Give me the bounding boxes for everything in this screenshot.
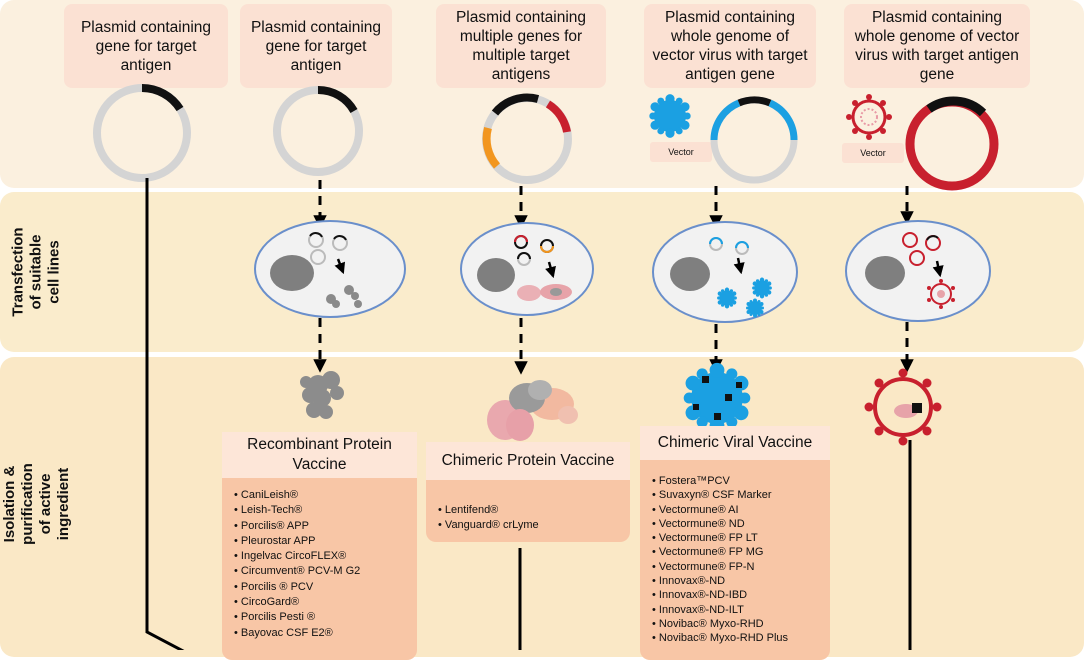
chimeric-protein-vaccine-card: Chimeric Protein Vaccine Lentifend® Vang…	[426, 442, 630, 542]
cell-icon	[460, 222, 594, 316]
column-4-header: Plasmid containing whole genome of vecto…	[644, 4, 816, 88]
list-item: Novibac® Myxo-RHD	[652, 617, 788, 631]
list-item: Vectormune® ND	[652, 517, 788, 531]
list-item: Innovax®-ND	[652, 574, 788, 588]
column-2-header: Plasmid containing gene for target antig…	[240, 4, 392, 88]
cell-icon	[254, 220, 406, 318]
list-item: Porcilis Pesti ®	[234, 610, 360, 625]
vector-label: Vector	[842, 143, 904, 163]
list-item: Vectormune® FP LT	[652, 531, 788, 545]
cell-icon	[652, 221, 798, 323]
multigene-plasmid-icon	[482, 93, 572, 184]
card-title: Chimeric Protein Vaccine	[426, 442, 630, 480]
connector-line	[145, 178, 185, 650]
list-item: Pleurostar APP	[234, 534, 360, 549]
product-list: Fostera™PCV Suvaxyn® CSF Marker Vectormu…	[652, 474, 788, 646]
vector-virus-icon	[846, 94, 892, 140]
product-list: CaniLeish® Leish-Tech® Porcilis® APP Ple…	[234, 488, 360, 641]
list-item: Vectormune® FP MG	[652, 545, 788, 559]
list-item: Porcilis® APP	[234, 519, 360, 534]
card-title: Chimeric Viral Vaccine	[640, 426, 830, 460]
list-item: Leish-Tech®	[234, 503, 360, 518]
vector-virus-icon	[649, 94, 691, 138]
plasmid-icon	[93, 84, 191, 182]
list-item: Lentifend®	[438, 503, 539, 518]
list-item: Vectormune® AI	[652, 503, 788, 517]
list-item: Bayovac CSF E2®	[234, 626, 360, 641]
recombinant-protein-vaccine-card: Recombinant Protein Vaccine CaniLeish® L…	[222, 432, 417, 660]
list-item: Innovax®-ND-ILT	[652, 603, 788, 617]
list-item: Vectormune® FP-N	[652, 560, 788, 574]
vector-label: Vector	[650, 142, 712, 162]
list-item: Suvaxyn® CSF Marker	[652, 488, 788, 502]
list-item: CircoGard®	[234, 595, 360, 610]
cell-icon	[845, 220, 991, 322]
chimeric-virus-icon	[683, 362, 751, 434]
list-item: Fostera™PCV	[652, 474, 788, 488]
list-item: Vanguard® crLyme	[438, 518, 539, 533]
vector-plasmid-icon	[905, 96, 999, 191]
recombinant-protein-icon	[300, 371, 344, 419]
card-title: Recombinant Protein Vaccine	[222, 432, 417, 478]
list-item: Circumvent® PCV-M G2	[234, 564, 360, 579]
vector-virus-particle-icon	[864, 368, 942, 446]
chimeric-protein-icon	[487, 380, 578, 441]
plasmid-icon	[273, 85, 363, 176]
chimeric-viral-vaccine-card: Chimeric Viral Vaccine Fostera™PCV Suvax…	[640, 426, 830, 660]
column-1-header: Plasmid containing gene for target antig…	[64, 4, 228, 88]
list-item: Novibac® Myxo-RHD Plus	[652, 631, 788, 645]
list-item: Porcilis ® PCV	[234, 580, 360, 595]
column-5-header: Plasmid containing whole genome of vecto…	[844, 4, 1030, 88]
list-item: CaniLeish®	[234, 488, 360, 503]
list-item: Ingelvac CircoFLEX®	[234, 549, 360, 564]
column-3-header: Plasmid containing multiple genes for mu…	[436, 4, 606, 88]
list-item: Innovax®-ND-IBD	[652, 588, 788, 602]
product-list: Lentifend® Vanguard® crLyme	[438, 503, 539, 534]
vector-plasmid-icon	[710, 96, 798, 184]
